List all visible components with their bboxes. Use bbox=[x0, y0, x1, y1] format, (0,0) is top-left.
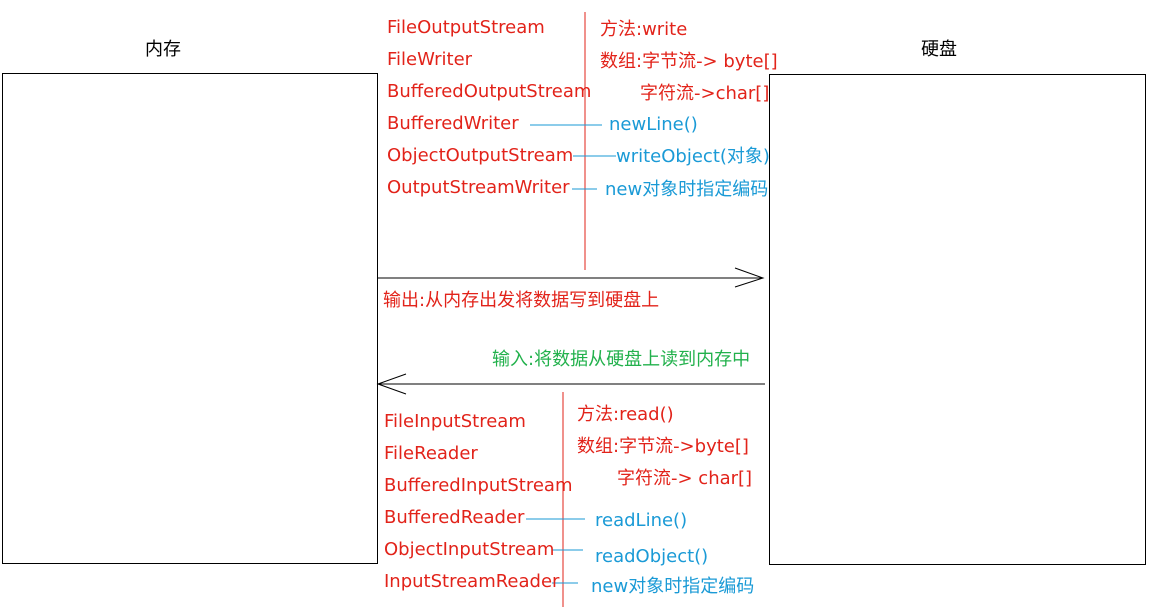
memory-box bbox=[2, 73, 378, 564]
input-encoding: new对象时指定编码 bbox=[591, 576, 755, 597]
output-class-bufferedwriter: BufferedWriter bbox=[387, 113, 519, 134]
output-encoding: new对象时指定编码 bbox=[605, 179, 769, 200]
output-arrowhead bbox=[734, 267, 765, 288]
output-class-fileoutputstream: FileOutputStream bbox=[387, 17, 545, 38]
output-write-object: writeObject(对象) bbox=[616, 146, 770, 167]
input-readline: readLine() bbox=[595, 510, 688, 531]
input-array-chars: 字符流-> char[] bbox=[617, 468, 753, 489]
output-newline: newLine() bbox=[609, 114, 698, 135]
input-read-object: readObject() bbox=[595, 546, 709, 567]
output-class-bufferedoutputstream: BufferedOutputStream bbox=[387, 81, 592, 102]
input-array-bytes: 数组:字节流->byte[] bbox=[577, 436, 749, 457]
memory-title: 内存 bbox=[145, 39, 181, 60]
input-class-bufferedinputstream: BufferedInputStream bbox=[384, 475, 573, 496]
input-class-objectinputstream: ObjectInputStream bbox=[384, 539, 555, 560]
input-method: 方法:read() bbox=[577, 404, 674, 425]
disk-box bbox=[769, 74, 1146, 565]
output-class-objectoutputstream: ObjectOutputStream bbox=[387, 145, 574, 166]
input-class-filereader: FileReader bbox=[384, 443, 478, 464]
output-class-filewriter: FileWriter bbox=[387, 49, 473, 70]
output-method: 方法:write bbox=[600, 19, 688, 40]
output-class-outputstreamwriter: OutputStreamWriter bbox=[387, 177, 570, 198]
input-description: 输入:将数据从硬盘上读到内存中 bbox=[492, 349, 751, 370]
input-class-bufferedreader: BufferedReader bbox=[384, 507, 525, 528]
output-array-chars: 字符流->char[] bbox=[640, 83, 770, 104]
output-description: 输出:从内存出发将数据写到硬盘上 bbox=[383, 290, 660, 311]
input-class-inputstreamreader: InputStreamReader bbox=[384, 571, 560, 592]
input-arrowhead bbox=[376, 373, 407, 395]
disk-title: 硬盘 bbox=[921, 39, 957, 60]
input-class-fileinputstream: FileInputStream bbox=[384, 411, 526, 432]
output-array-bytes: 数组:字节流-> byte[] bbox=[600, 51, 778, 72]
